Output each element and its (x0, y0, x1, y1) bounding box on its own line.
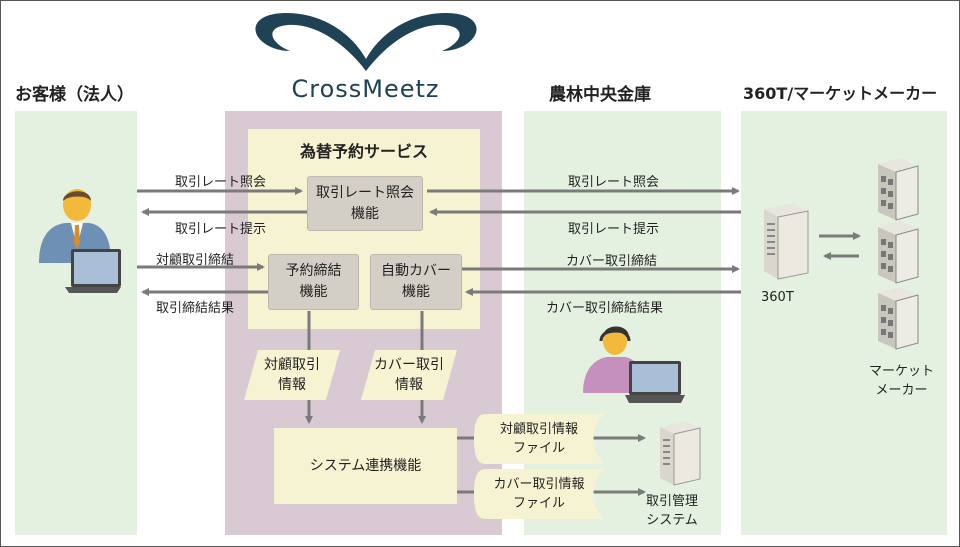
label-market-maker: マーケット メーカー (869, 362, 934, 400)
logo-text: CrossMeetz (291, 75, 440, 103)
crossmeetz-logo-icon (255, 13, 477, 71)
customer-trade-file: 対顧取引情報 ファイル (474, 414, 604, 464)
customer-column (15, 111, 137, 535)
market-building-icon (878, 287, 919, 350)
label-rate-inquiry-right: 取引レート照会 (568, 175, 660, 190)
cover-trade-info: カバー取引 情報 (361, 350, 457, 400)
auto-cover-line2: 機能 (402, 284, 430, 300)
rate-inquiry-line2: 機能 (351, 205, 379, 222)
customer-header: お客様（法人） (15, 85, 134, 105)
cover-trade-file: カバー取引情報 ファイル (474, 469, 604, 519)
label-360t: 360T (761, 290, 794, 305)
bank-header: 農林中央金庫 (549, 85, 651, 105)
bank-operator-icon (583, 326, 685, 403)
mgmt-line2: システム (646, 513, 698, 528)
cover-file-line2: ファイル (512, 496, 565, 511)
customer-file-line1: 対顧取引情報 (499, 422, 578, 437)
rate-inquiry-box: 取引レート照会 機能 (307, 176, 423, 231)
mgmt-line1: 取引管理 (646, 494, 699, 509)
system-link-label: システム連携機能 (309, 457, 422, 474)
booking-line2: 機能 (299, 284, 328, 300)
customer-person-icon (39, 189, 121, 293)
label-cover-right: カバー取引締結 (566, 254, 658, 269)
market-maker-line2: メーカー (875, 383, 928, 398)
label-mgmt-system: 取引管理 システム (646, 492, 698, 530)
rate-inquiry-line1: 取引レート照会 (316, 184, 414, 201)
system-link-box: システム連携機能 (274, 428, 457, 504)
cover-file-line1: カバー取引情報 (493, 477, 585, 492)
customer-trade-line1: 対顧取引 (264, 357, 320, 373)
cover-trade-line1: カバー取引 (374, 357, 444, 373)
customer-trade-info: 対顧取引 情報 (244, 350, 340, 400)
label-result-left: 取引締結結果 (156, 301, 235, 316)
market-header: 360T/マーケットメーカー (743, 84, 938, 103)
auto-cover-box: 自動カバー 機能 (370, 254, 462, 310)
label-cover-result-right: カバー取引締結結果 (546, 301, 664, 316)
customer-trade-line2: 情報 (278, 377, 306, 393)
label-booking-left: 対顧取引締結 (156, 253, 235, 268)
server-360t-icon (764, 203, 809, 280)
label-rate-present-right: 取引レート提示 (568, 222, 660, 237)
booking-box: 予約締結 機能 (268, 254, 359, 310)
market-maker-line1: マーケット (869, 364, 935, 379)
mgmt-server-icon (660, 421, 701, 486)
cover-trade-line2: 情報 (395, 377, 423, 393)
service-header: 為替予約サービス (299, 142, 428, 161)
customer-file-line2: ファイル (512, 441, 565, 456)
booking-line1: 予約締結 (285, 263, 342, 279)
label-rate-inquiry-left: 取引レート照会 (175, 175, 267, 190)
auto-cover-line1: 自動カバー (381, 263, 451, 279)
label-rate-present-left: 取引レート提示 (175, 222, 267, 237)
market-building-icon (878, 221, 919, 284)
market-building-icon (878, 158, 919, 221)
